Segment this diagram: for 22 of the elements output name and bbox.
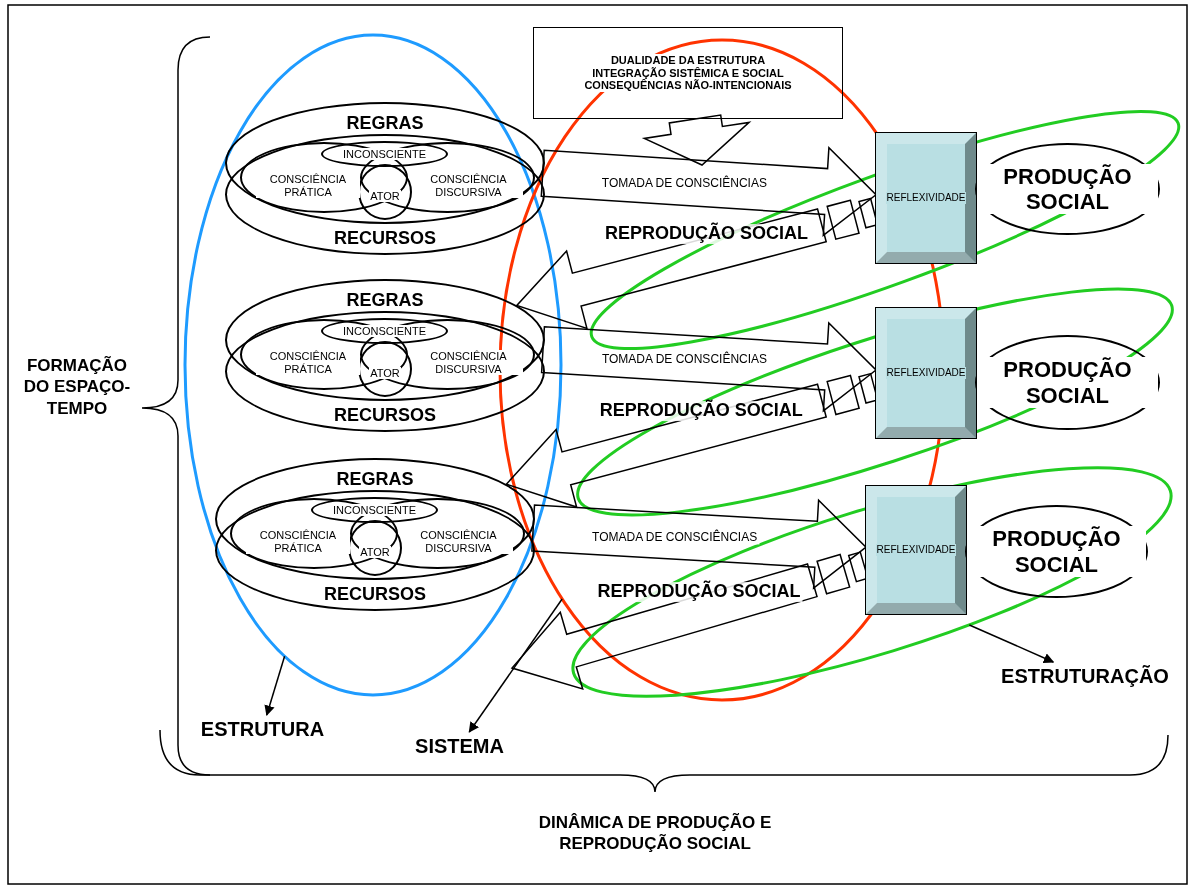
edge-label: TOMADA DE CONSCIÊNCIAS	[590, 531, 760, 545]
edge-label: REPRODUÇÃO SOCIAL	[597, 401, 805, 422]
text-label: FORMAÇÃO DO ESPAÇO-TEMPO	[22, 355, 132, 419]
text-label: DINÂMICA DE PRODUÇÃO E REPRODUÇÃO SOCIAL	[537, 812, 773, 855]
callout-box	[533, 27, 843, 119]
box-text: CONSEQUÊNCIAS NÃO-INTENCIONAIS	[583, 79, 793, 92]
actor-circle: ATOR	[358, 341, 412, 397]
arrow	[264, 655, 286, 716]
group-ellipse	[183, 33, 563, 697]
actor-circle: ATOR	[348, 520, 402, 576]
concept-ellipse: INCONSCIENTE	[321, 141, 448, 167]
arrow	[468, 598, 563, 733]
block-arrow	[531, 498, 868, 590]
block-arrow	[641, 114, 752, 166]
concept-ellipse: INCONSCIENTE	[321, 318, 448, 344]
concept-ellipse: INCONSCIENTE	[311, 497, 438, 523]
arrow	[968, 624, 1055, 663]
edge-label: REPRODUÇÃO SOCIAL	[595, 582, 803, 603]
box-text: DUALIDADE DA ESTRUTURA	[609, 54, 767, 67]
block-arrow	[540, 321, 878, 413]
block-arrow	[540, 145, 878, 237]
actor-circle: ATOR	[358, 164, 412, 220]
